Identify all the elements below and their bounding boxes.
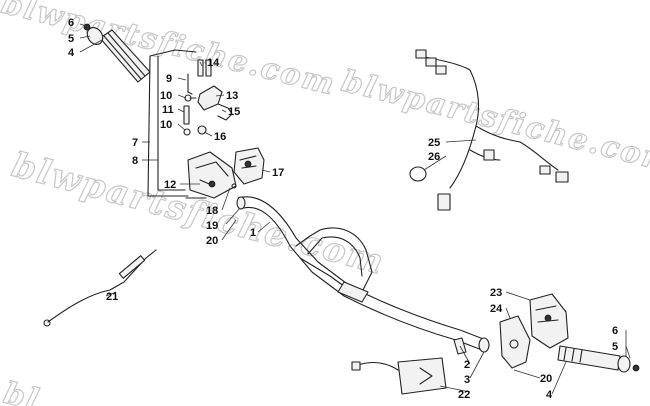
callout-10-lower: 10 [160, 119, 172, 131]
callout-13: 13 [226, 90, 238, 102]
watermark-text-3: blwpartsfiche.com [338, 64, 650, 181]
callout-20-right: 20 [540, 373, 552, 385]
callout-16: 16 [214, 131, 226, 143]
handlebar [236, 196, 490, 353]
callout-5-left: 5 [68, 33, 74, 45]
callout-24: 24 [490, 303, 503, 315]
callout-6-left: 6 [68, 17, 74, 29]
cable-bracket [147, 49, 197, 197]
callout-3: 3 [464, 374, 470, 386]
callout-12: 12 [164, 179, 176, 191]
callout-20-left: 20 [206, 235, 218, 247]
callout-17: 17 [272, 167, 284, 179]
leader-lines [79, 23, 631, 395]
callout-9: 9 [166, 73, 172, 85]
heater-element [351, 337, 467, 395]
callout-2: 2 [464, 359, 470, 371]
callout-26: 26 [428, 151, 440, 163]
callout-6-right: 6 [612, 325, 618, 337]
callout-14: 14 [207, 57, 220, 69]
left-switch-housing [185, 147, 265, 199]
wiring-harness [409, 49, 569, 211]
right-grip [557, 345, 640, 373]
throttle-assembly [183, 59, 233, 136]
callout-4-right: 4 [546, 389, 553, 401]
callout-8: 8 [132, 155, 138, 167]
callout-19: 19 [206, 220, 218, 232]
callout-11: 11 [162, 104, 174, 116]
callout-22: 22 [458, 389, 470, 401]
callout-5-right: 5 [612, 341, 618, 353]
right-switch-housing [499, 293, 569, 369]
throttle-cable [43, 249, 157, 327]
callout-23: 23 [490, 287, 502, 299]
callout-1: 1 [250, 227, 256, 239]
callout-25: 25 [428, 137, 440, 149]
callout-10-upper: 10 [160, 90, 172, 102]
callout-4-left: 4 [68, 47, 75, 59]
callout-15: 15 [228, 106, 240, 118]
watermark-text-4: bl [0, 376, 44, 406]
callout-18: 18 [206, 205, 218, 217]
callout-21: 21 [106, 291, 118, 303]
callout-7: 7 [132, 137, 138, 149]
callouts: 6 5 4 14 9 13 10 15 11 10 16 7 8 17 12 1… [68, 17, 618, 401]
